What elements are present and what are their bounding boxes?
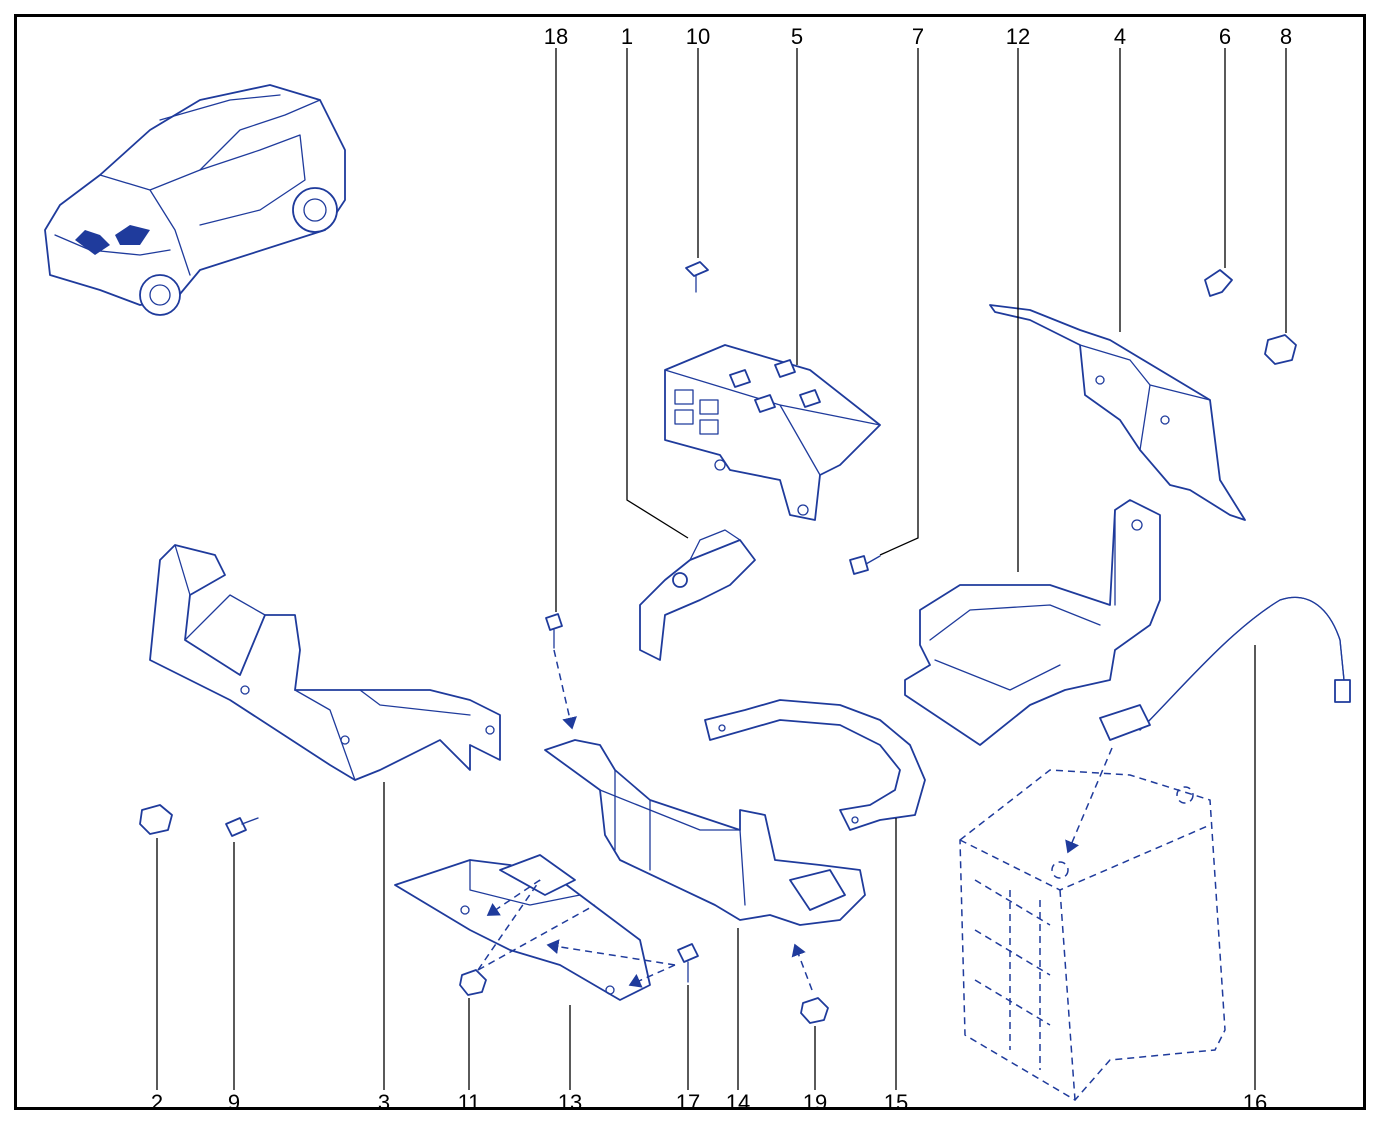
part-label-16: 16 <box>1243 1090 1267 1115</box>
part-label-15: 15 <box>884 1090 908 1115</box>
battery-cable <box>1099 596 1351 741</box>
vehicle-overview-illustration <box>44 84 346 316</box>
assembly-arrows <box>477 649 1113 991</box>
part-label-9: 9 <box>228 1090 240 1115</box>
part-label-14: 14 <box>726 1090 750 1115</box>
connector-clip <box>639 529 756 661</box>
support-plate <box>989 304 1246 521</box>
part-label-5: 5 <box>791 24 803 49</box>
part-label-12: 12 <box>1006 24 1030 49</box>
battery-outline <box>959 769 1226 1101</box>
battery-tray <box>904 499 1161 746</box>
part-label-13: 13 <box>558 1090 582 1115</box>
part-label-6: 6 <box>1219 24 1231 49</box>
part-label-18: 18 <box>544 24 568 49</box>
bolt-9 <box>225 817 259 837</box>
part-label-8: 8 <box>1280 24 1292 49</box>
part-labels: 18 1 10 5 7 12 4 6 8 2 9 3 11 13 17 14 1… <box>151 24 1292 1115</box>
part-label-11: 11 <box>458 1090 481 1115</box>
fuse-box-bracket <box>664 344 881 521</box>
lower-mounting-plate <box>394 854 651 1001</box>
part-label-19: 19 <box>803 1090 827 1115</box>
bolt-18 <box>545 613 563 649</box>
bolt-10 <box>685 261 709 293</box>
part-label-10: 10 <box>686 24 710 49</box>
part-label-7: 7 <box>912 24 924 49</box>
part-label-1: 1 <box>621 24 633 49</box>
nut-11 <box>459 969 487 996</box>
nut-19 <box>800 997 829 1024</box>
part-label-2: 2 <box>151 1090 163 1115</box>
part-label-4: 4 <box>1114 24 1126 49</box>
part-label-3: 3 <box>378 1090 390 1115</box>
nut-8 <box>1264 334 1297 365</box>
battery-tray-bracket <box>149 544 501 781</box>
leader-lines <box>156 48 1287 1090</box>
part-label-17: 17 <box>676 1090 700 1115</box>
nut-2 <box>139 804 173 835</box>
bolt-7 <box>849 555 881 575</box>
battery-hold-down-bracket <box>544 739 866 926</box>
battery-strap <box>704 699 926 831</box>
bolt-17 <box>677 943 699 983</box>
clip-6 <box>1204 269 1233 297</box>
